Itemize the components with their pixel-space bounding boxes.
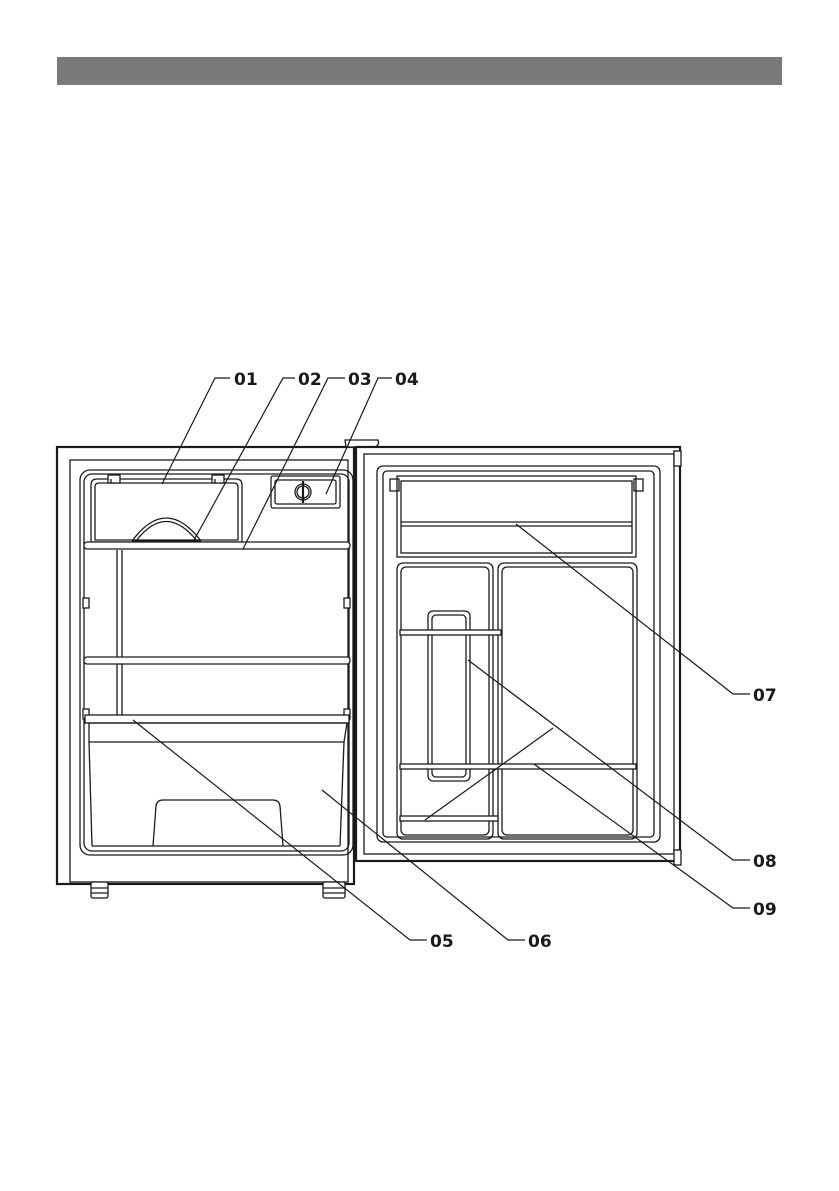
can-holder bbox=[428, 611, 470, 781]
thermostat bbox=[271, 476, 340, 508]
callout-label-03: 03 bbox=[348, 370, 372, 390]
callout-label-07: 07 bbox=[753, 686, 777, 706]
wire-shelf-upper bbox=[84, 542, 350, 549]
callout-09: 09 bbox=[425, 728, 777, 920]
callout-label-06: 06 bbox=[528, 932, 552, 952]
freezer-compartment bbox=[91, 475, 242, 542]
callout-label-01: 01 bbox=[234, 370, 258, 390]
door-shelf-top bbox=[397, 476, 636, 557]
callout-07: 07 bbox=[516, 524, 777, 706]
callout-label-08: 08 bbox=[753, 852, 777, 872]
callout-01: 01 bbox=[162, 370, 258, 484]
crisper-drawer bbox=[85, 715, 349, 846]
callout-label-05: 05 bbox=[430, 932, 454, 952]
door-bin-left bbox=[397, 563, 493, 839]
door-bars bbox=[400, 630, 636, 821]
wire-shelf-lower bbox=[84, 657, 350, 664]
ice-tray bbox=[132, 518, 201, 541]
callout-label-04: 04 bbox=[395, 370, 419, 390]
callout-label-09: 09 bbox=[753, 900, 777, 920]
callout-label-02: 02 bbox=[298, 370, 322, 390]
door-bin-right bbox=[498, 563, 637, 839]
callout-02: 02 bbox=[193, 370, 322, 542]
callout-05: 05 bbox=[133, 720, 454, 952]
